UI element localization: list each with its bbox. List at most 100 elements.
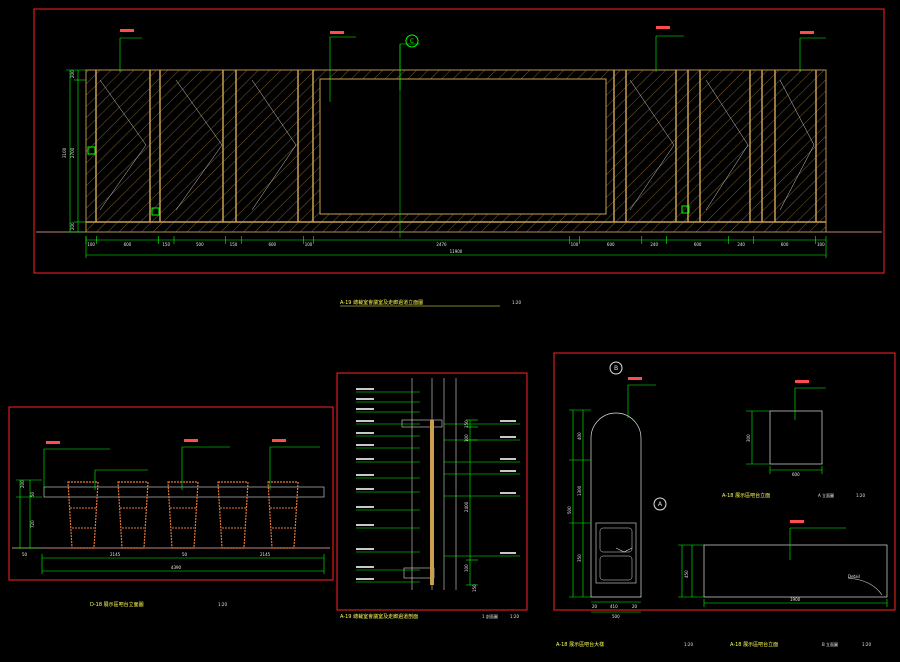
bottom-dim-15: 100: [817, 242, 825, 247]
bottom-dim-13: 240: [737, 242, 745, 247]
arch-cabinet: [590, 412, 642, 598]
detail-frame: [553, 352, 896, 611]
marker-a-label: A: [658, 501, 663, 508]
detail-group: B A 400 1300 350 500 20 410 20 500: [553, 352, 896, 648]
bottom-dim-8: 2470: [436, 242, 447, 247]
arch-dims: [569, 409, 641, 613]
height-dim-3: 3100: [62, 147, 67, 158]
section-dim-1: 150: [464, 420, 469, 428]
main-elevation-scale: 1:20: [512, 300, 521, 305]
bar-stools: [67, 481, 299, 549]
bottom-dim-5: 150: [230, 242, 238, 247]
arch-dim-4: 500: [567, 506, 572, 514]
arch-width-dim-2: 410: [610, 604, 618, 609]
marker-a-circle: [653, 497, 667, 511]
chair-height-dim-1: 200: [20, 480, 25, 488]
chair-height-dim-2: 50: [30, 491, 35, 497]
section-title: A-19 總裁室會議室及走廊過道剖面: [340, 613, 418, 620]
section-view: 150 100 2400 100 150 A-19 總裁室會議室及走廊過道剖面 …: [336, 372, 528, 620]
faucet-icon: [615, 547, 633, 553]
chair-bottom-dim-2: 2145: [110, 552, 121, 557]
chair-elevation: 200 50 720 50 2145 50 2145 4390 D-18 展示區…: [8, 406, 334, 608]
double-sink: [595, 522, 637, 584]
counter-subtitle: B 立面圖: [822, 641, 838, 647]
height-dim-1: 200: [70, 70, 75, 78]
arch-width-dim-3: 20: [632, 604, 638, 609]
bottom-dim-4: 500: [196, 242, 204, 247]
arch-callouts: [627, 384, 656, 418]
chair-bottom-dim-3: 50: [182, 552, 188, 557]
box-scale: 1:20: [856, 493, 865, 498]
counter-dims: [678, 544, 888, 607]
bottom-dim-10: 600: [607, 242, 615, 247]
panel-diagonals: [99, 79, 815, 211]
chair-height-dims: [16, 479, 42, 549]
bar-stool: [117, 481, 149, 549]
section-dim-3: 2400: [464, 501, 469, 512]
arch-callout-label: [628, 377, 642, 380]
arch-title: A-18 展示區吧台大樣: [556, 641, 604, 648]
chair-elevation-frame: [8, 406, 334, 581]
arch-width-dim-1: 20: [592, 604, 598, 609]
central-opening: [319, 78, 607, 215]
bottom-dim-14: 600: [781, 242, 789, 247]
chair-callouts: [43, 446, 320, 490]
sink-bowl: [599, 527, 633, 553]
bottom-dim-3: 150: [162, 242, 170, 247]
total-width-dim: 11900: [450, 249, 463, 254]
counter-elevation: [703, 544, 888, 598]
counter-title: A-18 展示區吧台立面: [730, 641, 778, 648]
counter-width-dim: 1900: [790, 597, 801, 602]
counter-detail-tag: Detail: [848, 574, 860, 579]
arch-dim-3: 350: [577, 554, 582, 562]
counter-callout: [789, 527, 846, 560]
section-structure: [401, 378, 457, 590]
chair-height-dim-3: 720: [30, 520, 35, 528]
box-callout-label: [795, 380, 809, 383]
section-dim-5: 150: [472, 584, 477, 592]
section-dim-4: 100: [464, 564, 469, 572]
chair-elevation-title: D-18 展示區吧台立面圖: [90, 601, 144, 608]
bottom-dim-9: 100: [571, 242, 579, 247]
counter-scale: 1:20: [862, 642, 871, 647]
section-right-dims: [466, 419, 478, 586]
chair-bottom-dim-1: 50: [22, 552, 28, 557]
counter-callout-label: [790, 520, 804, 523]
callout-labels: [120, 26, 814, 34]
bottom-dimension-lines: [85, 236, 827, 258]
height-dimension-lines: [66, 69, 86, 233]
bottom-dim-12: 600: [694, 242, 702, 247]
callout-leaders: [119, 35, 826, 102]
outlet-marker: [681, 205, 690, 214]
outlet-marker: [87, 146, 96, 155]
bottom-dim-11: 240: [650, 242, 658, 247]
arch-scale: 1:20: [684, 642, 693, 647]
box-cabinet: [769, 410, 823, 465]
section-dim-2: 100: [464, 434, 469, 442]
bar-stool: [217, 481, 249, 549]
chair-elevation-scale: 1:20: [218, 602, 227, 607]
box-callout: [794, 387, 826, 420]
chair-callout-labels: [46, 439, 286, 444]
arch-dim-2: 1300: [577, 485, 582, 496]
chair-bottom-dim-4: 2145: [260, 552, 271, 557]
section-subtitle: 1 剖面圖: [482, 613, 498, 619]
sink-bowl: [599, 555, 633, 581]
bar-stool: [67, 481, 99, 549]
box-subtitle: A 立面圖: [818, 492, 834, 498]
section-wall-strip: [430, 420, 434, 585]
height-dim-4: 200: [70, 222, 75, 230]
counter-height-dim: 450: [684, 570, 689, 578]
main-elevation-frame: [33, 8, 885, 274]
marker-b-label: B: [614, 365, 618, 372]
box-dims: [746, 410, 823, 474]
box-title: A-18 展示區吧台立面: [722, 492, 770, 499]
chair-total-dim: 4390: [171, 565, 182, 570]
main-elevation-title: A-19 總裁室會議室及走廊過道立面圖: [340, 299, 423, 306]
arch-dim-1: 400: [577, 432, 582, 440]
bar-counter-top: [43, 486, 325, 498]
bar-stool: [167, 481, 199, 549]
